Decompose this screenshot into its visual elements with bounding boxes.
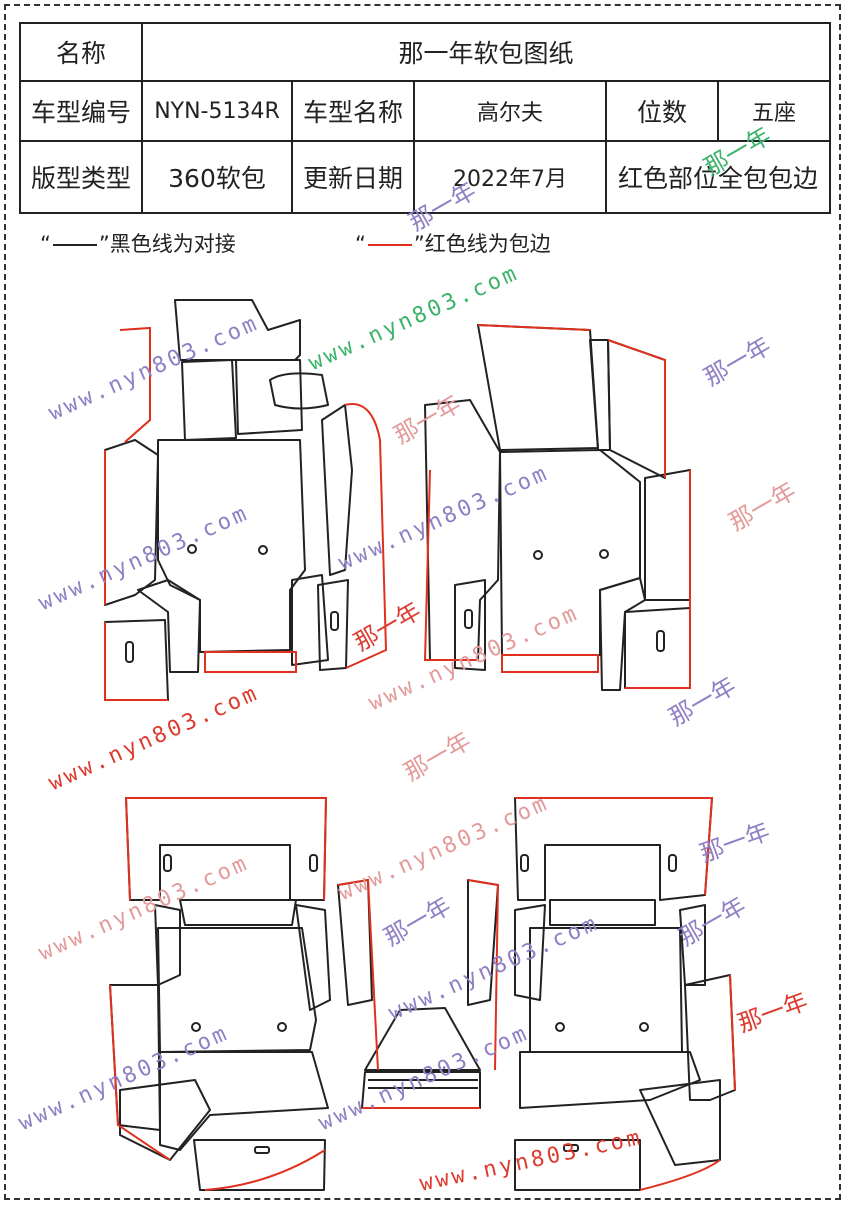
red-binding-lines (104, 324, 736, 1191)
fl-binding-a (119, 326, 151, 443)
legend-black-open: “ (40, 232, 51, 256)
legend-black: “ ”黑色线为对接 (40, 228, 236, 258)
red-line-swatch (367, 244, 412, 246)
fr-top-right (607, 339, 666, 479)
rl-left-upper (154, 904, 181, 986)
rr-hole-2 (639, 1022, 649, 1032)
rr-binding-a (515, 797, 714, 896)
rl-binding-a (126, 797, 328, 901)
rl-strip (179, 899, 297, 926)
fr-hole-2 (599, 549, 609, 559)
spec-row-name: 名称 那一年软包图纸 (19, 22, 832, 82)
rl-bottom-slot (254, 1146, 270, 1154)
fl-top-piece (174, 299, 301, 361)
fr-right-side (644, 469, 691, 601)
fr-binding-c (423, 469, 478, 661)
black-seam-lines (104, 299, 736, 1191)
rr-slot-2 (668, 854, 677, 872)
fl-binding-c (104, 622, 168, 701)
model-code-value: NYN-5134R (141, 80, 293, 142)
rr-slot-1 (520, 854, 529, 872)
rr-hole-1 (555, 1022, 565, 1032)
fr-binding-a (477, 324, 591, 331)
spec-row-type: 版型类型 360软包 更新日期 2022年7月 红色部位全包包边 (19, 140, 832, 214)
rl-main-piece (157, 927, 317, 1053)
fl-upper-left (181, 359, 237, 441)
fl-tunnel-slot (330, 611, 339, 631)
rr-bottom-slot (563, 1144, 579, 1152)
rr-right-side (684, 974, 736, 1101)
legend-red: “ ”红色线为包边 (355, 228, 551, 258)
rr-strip (549, 899, 656, 926)
type-label: 版型类型 (19, 140, 143, 214)
fl-tunnel-side (321, 404, 353, 576)
fr-binding-e (501, 654, 599, 673)
rr-right-upper (679, 904, 706, 986)
rr-binding-c (639, 1159, 721, 1191)
fl-upper-right (235, 359, 303, 435)
rl-lower (159, 1051, 329, 1151)
model-name-value: 高尔夫 (413, 80, 607, 142)
rr-lower (519, 1051, 701, 1109)
rl-hole-2 (277, 1022, 287, 1032)
black-line-swatch (52, 244, 97, 246)
rl-door-bottom (193, 1139, 326, 1191)
type-value: 360软包 (141, 140, 293, 214)
fl-lower-bend (137, 579, 201, 673)
fl-door-piece (104, 619, 169, 701)
model-code-label: 车型编号 (19, 80, 143, 142)
rl-right-upper (295, 904, 331, 1011)
spec-table: 名称 那一年软包图纸 车型编号 NYN-5134R 车型名称 高尔夫 位数 五座… (19, 22, 832, 214)
date-label: 更新日期 (291, 140, 415, 214)
rl-binding-b (125, 797, 131, 901)
fl-binding-e (344, 403, 388, 669)
dashed-page-border (4, 4, 841, 1200)
seats-value: 五座 (716, 80, 832, 142)
name-value: 那一年软包图纸 (140, 22, 832, 82)
fr-hole-1 (533, 550, 543, 560)
fl-binding-d (204, 651, 297, 673)
fl-pedal-cutout (269, 372, 329, 410)
legend-black-text: ”黑色线为对接 (98, 232, 236, 256)
legend-red-text: ”红色线为包边 (413, 232, 551, 256)
fl-hole-2 (258, 545, 268, 555)
rr-binding-b (729, 974, 736, 1091)
name-label: 名称 (19, 22, 143, 82)
fr-slot (656, 630, 665, 652)
seats-label: 位数 (605, 80, 719, 142)
spec-row-model: 车型编号 NYN-5134R 车型名称 高尔夫 位数 五座 (19, 80, 832, 142)
model-name-label: 车型名称 (291, 80, 415, 142)
legend-red-open: “ (355, 232, 366, 256)
c-binding-b (467, 879, 500, 1071)
fr-top-strip (589, 339, 611, 451)
fr-lower-bend (599, 577, 646, 691)
fr-top-piece (477, 324, 599, 451)
rl-binding-c (109, 984, 171, 1161)
rl-hole-1 (191, 1022, 201, 1032)
fr-tunnel-slot (464, 609, 473, 629)
rl-slot-1 (163, 854, 172, 872)
rl-slot-2 (309, 854, 318, 872)
fr-binding-b (607, 339, 666, 478)
rl-wheel-arch (119, 1079, 211, 1161)
rr-left-upper (514, 904, 546, 1001)
date-value: 2022年7月 (413, 140, 607, 214)
note-value: 红色部位全包包边 (604, 140, 832, 214)
fr-tunnel-pad (454, 579, 486, 671)
c-binding-a (337, 878, 379, 1071)
fl-hole-1 (187, 544, 197, 554)
fl-tunnel-low (291, 574, 329, 666)
rl-binding-d (204, 1149, 326, 1191)
fl-slot (125, 641, 134, 663)
fr-binding-d (625, 470, 691, 689)
rr-wheel-arch (639, 1079, 721, 1166)
